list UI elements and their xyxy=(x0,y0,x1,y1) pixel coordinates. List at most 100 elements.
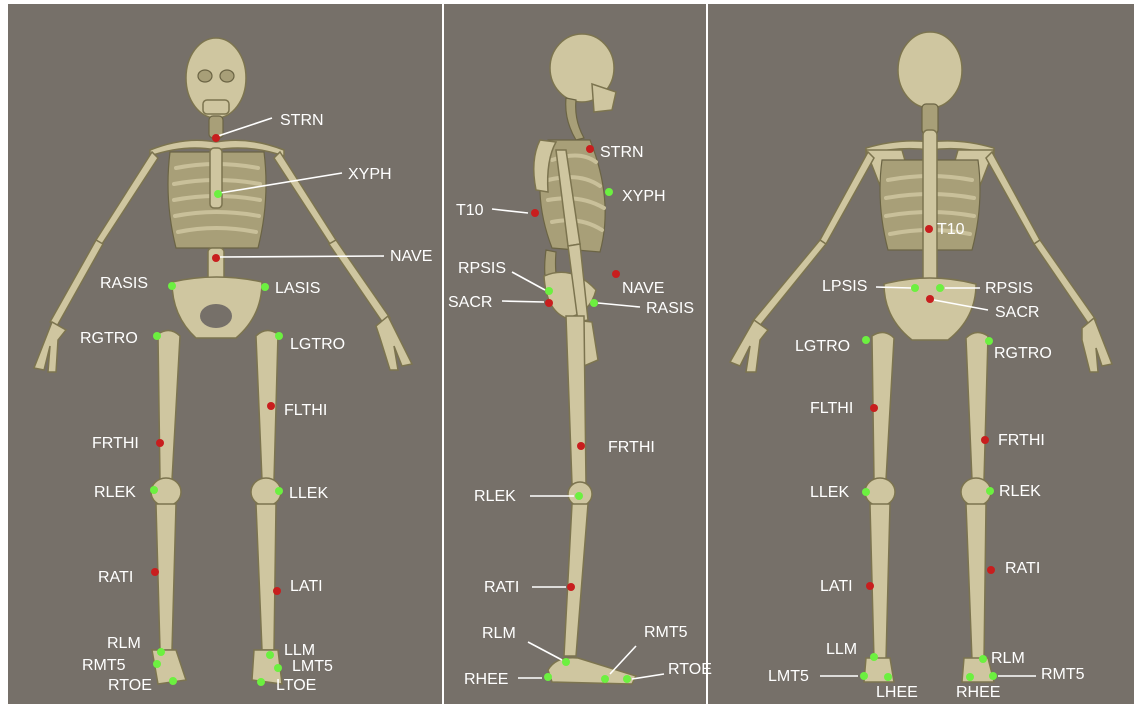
front-pelvic-opening xyxy=(200,304,232,328)
marker-label: XYPH xyxy=(622,188,666,205)
marker-label: LPSIS xyxy=(822,278,867,295)
marker-lmt5: LMT5 xyxy=(274,658,333,675)
marker-dot xyxy=(274,664,282,672)
marker-flthi: FLTHI xyxy=(810,400,878,417)
marker-dot xyxy=(545,287,553,295)
leader-line xyxy=(492,209,528,213)
marker-nave: NAVE xyxy=(612,270,664,297)
marker-rati: RATI xyxy=(987,560,1040,577)
marker-rmt5: RMT5 xyxy=(989,666,1085,683)
back-left-hand xyxy=(730,320,768,372)
marker-dot xyxy=(612,270,620,278)
marker-rati: RATI xyxy=(98,568,159,586)
back-left-forearm xyxy=(752,240,826,328)
marker-label: LMT5 xyxy=(768,668,809,685)
marker-dot xyxy=(545,299,553,307)
marker-nave: NAVE xyxy=(212,248,432,265)
marker-label: SACR xyxy=(448,294,492,311)
leader-line xyxy=(598,303,640,307)
back-left-humerus xyxy=(820,152,874,244)
front-eye-socket-right xyxy=(198,70,212,82)
marker-dot xyxy=(575,492,583,500)
marker-rlek: RLEK xyxy=(94,484,158,501)
marker-dot xyxy=(926,295,934,303)
marker-lati: LATI xyxy=(820,578,874,595)
marker-lati: LATI xyxy=(273,578,323,595)
front-left-hand xyxy=(376,316,412,370)
front-jaw xyxy=(203,100,229,114)
marker-llek: LLEK xyxy=(275,485,328,502)
marker-label: LATI xyxy=(820,578,853,595)
leader-line xyxy=(512,272,545,290)
marker-label: RTOE xyxy=(108,677,152,694)
marker-dot xyxy=(590,299,598,307)
marker-label: RLEK xyxy=(94,484,136,501)
marker-lgtro: LGTRO xyxy=(795,336,870,355)
marker-label: NAVE xyxy=(622,280,664,297)
marker-dot xyxy=(981,436,989,444)
marker-dot xyxy=(275,487,283,495)
marker-dot xyxy=(212,134,220,142)
marker-dot xyxy=(860,672,868,680)
marker-label: LGTRO xyxy=(290,336,345,353)
marker-label: FLTHI xyxy=(810,400,853,417)
marker-label: LLM xyxy=(826,641,857,658)
marker-label: LMT5 xyxy=(292,658,333,675)
marker-label: RATI xyxy=(1005,560,1040,577)
marker-label: LHEE xyxy=(876,684,918,701)
front-right-humerus xyxy=(96,152,158,244)
side-face xyxy=(592,84,616,112)
leader-line xyxy=(876,287,911,288)
marker-label: LTOE xyxy=(276,677,316,694)
marker-dot xyxy=(987,566,995,574)
marker-t10: T10 xyxy=(456,202,539,219)
marker-dot xyxy=(577,442,585,450)
back-spine xyxy=(923,130,937,290)
front-left-tibia xyxy=(256,504,276,650)
marker-label: RHEE xyxy=(956,684,1000,701)
marker-label: LLEK xyxy=(289,485,328,502)
marker-dot xyxy=(966,673,974,681)
marker-label: RMT5 xyxy=(82,657,126,674)
marker-dot xyxy=(567,583,575,591)
marker-dot xyxy=(866,582,874,590)
marker-rasis: RASIS xyxy=(100,275,176,292)
leader-line xyxy=(610,646,636,674)
marker-lmt5: LMT5 xyxy=(768,668,868,685)
marker-label: RATI xyxy=(98,569,133,586)
marker-xyph: XYPH xyxy=(605,188,666,205)
marker-dot xyxy=(157,648,165,656)
marker-label: RLM xyxy=(991,650,1025,667)
marker-label: RPSIS xyxy=(458,260,506,277)
marker-rlm: RLM xyxy=(482,625,570,666)
marker-dot xyxy=(153,660,161,668)
front-right-forearm xyxy=(50,240,103,326)
marker-rpsis: RPSIS xyxy=(458,260,553,295)
marker-label: RLEK xyxy=(999,483,1041,500)
marker-dot xyxy=(531,209,539,217)
marker-dot xyxy=(989,672,997,680)
front-right-femur xyxy=(158,330,180,480)
marker-label: RMT5 xyxy=(1041,666,1085,683)
marker-label: NAVE xyxy=(390,248,432,265)
marker-lgtro: LGTRO xyxy=(275,332,345,353)
marker-dot xyxy=(862,336,870,344)
marker-rmt5: RMT5 xyxy=(82,657,161,674)
front-left-forearm xyxy=(329,240,390,323)
marker-dot xyxy=(870,404,878,412)
back-right-forearm xyxy=(1034,240,1096,326)
back-left-tibia xyxy=(870,504,890,660)
marker-rtoe: RTOE xyxy=(623,661,712,683)
side-foot xyxy=(548,658,636,684)
marker-dot xyxy=(266,651,274,659)
marker-frthi: FRTHI xyxy=(577,439,655,456)
marker-label: STRN xyxy=(600,144,644,161)
marker-dot xyxy=(168,282,176,290)
marker-dot xyxy=(586,145,594,153)
marker-dot xyxy=(870,653,878,661)
marker-label: RASIS xyxy=(646,300,694,317)
marker-dot xyxy=(275,332,283,340)
marker-dot xyxy=(884,673,892,681)
front-sternum xyxy=(210,148,222,208)
